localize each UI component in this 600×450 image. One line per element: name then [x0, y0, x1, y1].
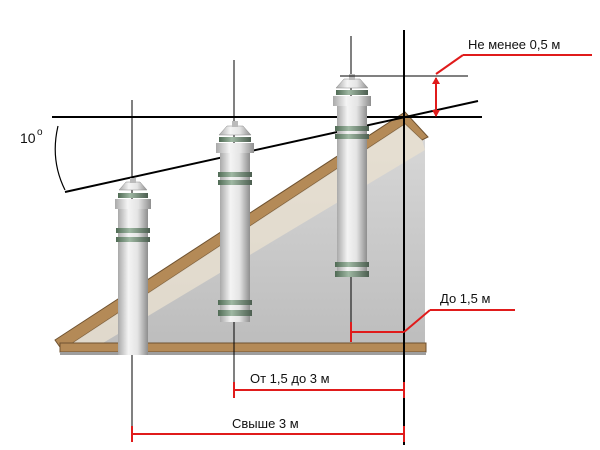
label-up-to: До 1,5 м [440, 291, 490, 306]
pipe-2-band [219, 137, 251, 142]
pipe-2-body [220, 150, 250, 322]
pipe-3-band [336, 90, 368, 95]
label-from-to: От 1,5 до 3 м [250, 371, 330, 386]
chimney-pipe-icon [115, 178, 151, 355]
pipe-3-body [337, 103, 367, 273]
roof-floor-beam [59, 342, 427, 353]
chimney-pipe-icon [333, 74, 371, 277]
pipe-3-band [335, 126, 369, 131]
reference-lines [52, 100, 482, 193]
pipe-3-band [335, 262, 369, 267]
roof-floor-shadow [60, 352, 426, 355]
pipe-1-cap-top [130, 178, 136, 183]
dimension-min-height: Не менее 0,5 м [432, 37, 592, 117]
pipe-3-band [335, 271, 369, 277]
pipe-3-collar [333, 96, 371, 106]
pipe-2-band [218, 180, 252, 185]
pipe-1-collar [115, 199, 151, 209]
pipe-1-band [118, 193, 148, 198]
dim-min-arrow-top [432, 77, 440, 84]
pipe-2-band [218, 172, 252, 177]
pipe-2-cap [218, 125, 252, 136]
pipe-3-band [335, 134, 369, 139]
pipe-1-band [116, 228, 150, 233]
dim-min-arrow-bottom [432, 110, 440, 117]
angle-label: 10 o [20, 127, 43, 146]
pipe-1-band [116, 237, 150, 242]
angle-arc [54, 125, 66, 191]
pipe-2-band [218, 310, 252, 316]
label-angle-degree: o [37, 127, 43, 138]
dim-upto-leader [403, 309, 431, 333]
pipe-2-cap-top [232, 121, 238, 127]
dimension-up-to: До 1,5 м [350, 291, 515, 342]
chimney-pipe-icon [216, 121, 254, 322]
ten-degree-line [64, 100, 479, 193]
pipe-2-band [218, 300, 252, 305]
pipe-1-cap [118, 181, 148, 191]
label-min-height: Не менее 0,5 м [468, 37, 560, 52]
dimension-over: Свыше 3 м [131, 416, 405, 442]
pipe-3-cap [335, 78, 369, 89]
label-angle-value: 10 [20, 130, 36, 146]
dim-min-leader [435, 54, 464, 75]
pipe-2-collar [216, 143, 254, 153]
pipe-1-body [118, 205, 148, 355]
dimension-from-to: От 1,5 до 3 м [233, 371, 405, 398]
pipe-3-cap-top [349, 74, 355, 80]
label-over: Свыше 3 м [232, 416, 299, 431]
